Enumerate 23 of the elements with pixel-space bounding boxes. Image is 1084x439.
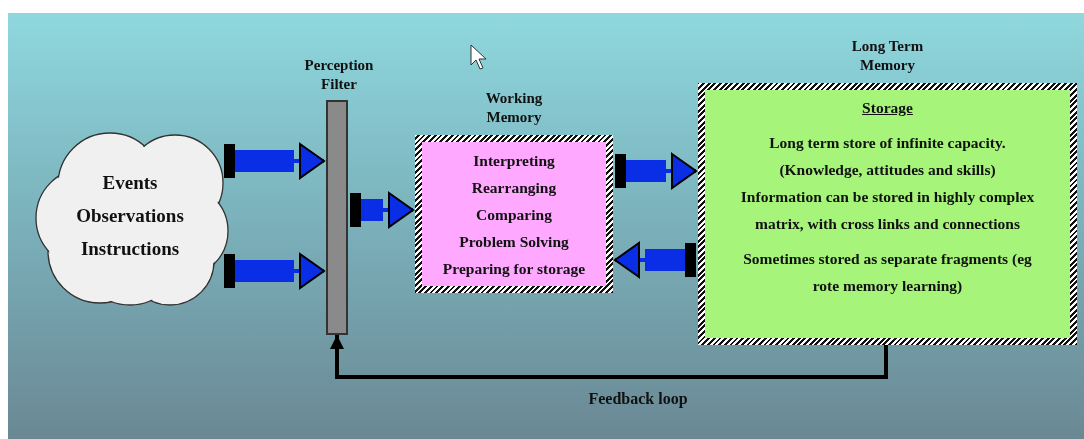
- block-arrow: [614, 242, 696, 278]
- box-text: Interpreting: [473, 150, 555, 171]
- box-text: Preparing for storage: [442, 258, 586, 279]
- arrow: [330, 335, 888, 379]
- block-arrow: [615, 153, 697, 189]
- cloud-text: Instructions: [80, 237, 180, 261]
- section-heading: Storage: [862, 98, 913, 118]
- box-heading: Long Term Memory: [850, 37, 925, 75]
- block-arrow: [350, 192, 414, 228]
- box-text: (Knowledge, attitudes and skills): [779, 160, 996, 180]
- block-arrow: [224, 253, 325, 289]
- cloud-text: Observations: [76, 204, 184, 228]
- edge-label: Feedback loop: [588, 390, 688, 408]
- box-text: Comparing: [476, 204, 552, 225]
- box-text: Problem Solving: [459, 231, 569, 252]
- box-text: Sometimes stored as separate fragments (eg rote memory learning): [742, 249, 1033, 296]
- cloud-text: Events: [102, 171, 158, 195]
- block-arrow: [224, 143, 325, 179]
- box-heading: Perception Filter: [303, 56, 375, 94]
- box-heading: Working Memory: [484, 89, 544, 127]
- box-text: Rearranging: [471, 177, 557, 198]
- box-text: Long term store of infinite capacity.: [769, 133, 1006, 153]
- box-text: Information can be stored in highly complex matrix, with cross links and connections: [739, 187, 1036, 234]
